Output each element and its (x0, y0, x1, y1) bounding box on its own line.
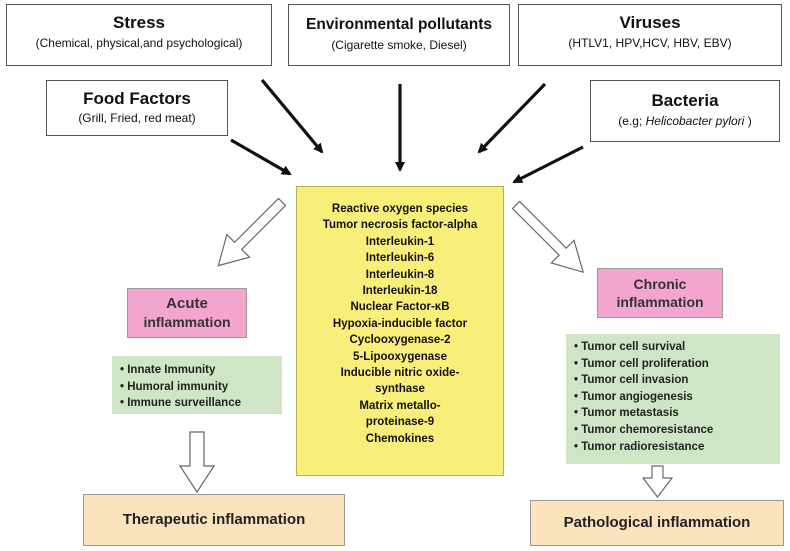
mediator-item: Cyclooxygenase-2 (349, 334, 451, 347)
pollutants-box: Environmental pollutants (Cigarette smok… (288, 4, 510, 66)
acute-effect-item: • Immune surveillance (120, 397, 241, 410)
bacteria-subtitle-species: Helicobacter pylori (645, 114, 745, 128)
mediator-item: Chemokines (365, 432, 435, 445)
mediator-item: Interleukin-18 (362, 285, 438, 298)
food-title: Food Factors (83, 89, 191, 108)
hollow-arrow-acute (217, 197, 287, 267)
chronic-inflammation-box: Chronic inflammation (597, 268, 723, 318)
mediator-item: Interleukin-8 (365, 268, 435, 281)
chronic-effect-item: • Tumor chemoresistance (574, 423, 714, 436)
hollow-arrow-pathological (641, 465, 674, 498)
pathological-label: Pathological inflammation (563, 514, 751, 531)
mediator-item: Interleukin-6 (365, 252, 435, 265)
mediator-item: Interleukin-1 (365, 235, 435, 248)
chronic-title-line2: inflammation (616, 294, 704, 310)
chronic-title-line1: Chronic (633, 276, 687, 292)
mediator-item: proteinase-9 (365, 416, 435, 429)
bacteria-box: Bacteria (e.g; Helicobacter pylori ) (590, 80, 780, 142)
acute-effect-item: • Humoral immunity (120, 380, 229, 393)
therapeutic-inflammation-box: Therapeutic inflammation (83, 494, 345, 546)
mediator-item: Tumor necrosis factor-alpha (322, 219, 478, 232)
chronic-effect-item: • Tumor metastasis (574, 407, 679, 420)
mediator-item: Nuclear Factor-κB (350, 301, 450, 314)
chronic-effect-item: • Tumor radioresistance (574, 440, 705, 453)
pollutants-title: Environmental pollutants (305, 16, 492, 33)
viruses-box: Viruses (HTLV1, HPV,HCV, HBV, EBV) (518, 4, 782, 66)
acute-title-line2: inflammation (143, 314, 231, 330)
mediator-item: synthase (375, 383, 425, 396)
chronic-effects-box: • Tumor cell survival • Tumor cell proli… (566, 334, 780, 464)
acute-effect-item: • Innate Immunity (120, 364, 216, 376)
stress-subtitle: (Chemical, physical,and psychological) (35, 36, 243, 50)
stress-title: Stress (113, 13, 165, 32)
acute-inflammation-box: Acute inflammation (127, 288, 247, 338)
arrow-food (230, 138, 292, 176)
bacteria-subtitle: (e.g; Helicobacter pylori ) (591, 114, 779, 129)
mediator-item: Inducible nitric oxide- (340, 367, 460, 380)
mediator-item: Reactive oxygen species (331, 203, 469, 215)
acute-title-line1: Acute (166, 295, 208, 312)
mediator-item: 5-Lipooxygenase (353, 350, 447, 363)
stress-box: Stress (Chemical, physical,and psycholog… (6, 4, 272, 66)
therapeutic-label: Therapeutic inflammation (122, 511, 306, 528)
pollutants-subtitle: (Cigarette smoke, Diesel) (331, 38, 467, 52)
arrow-viruses (477, 82, 547, 154)
bacteria-subtitle-suffix: ) (744, 114, 752, 128)
food-box: Food Factors (Grill, Fried, red meat) (46, 80, 228, 136)
bacteria-title: Bacteria (651, 91, 719, 110)
chronic-effect-item: • Tumor cell survival (574, 341, 686, 353)
chronic-effect-item: • Tumor cell proliferation (574, 357, 709, 370)
food-subtitle: (Grill, Fried, red meat) (78, 111, 196, 125)
hollow-arrow-therapeutic (178, 431, 216, 494)
hollow-arrow-chronic (511, 200, 585, 274)
chronic-effect-item: • Tumor cell invasion (574, 374, 689, 387)
viruses-title: Viruses (619, 13, 681, 32)
bacteria-subtitle-prefix: (e.g; (618, 114, 646, 128)
pathological-inflammation-box: Pathological inflammation (530, 500, 784, 546)
viruses-subtitle: (HTLV1, HPV,HCV, HBV, EBV) (568, 36, 732, 50)
mediator-item: Hypoxia-inducible factor (332, 317, 468, 330)
mediator-item: Matrix metallo- (359, 399, 441, 412)
arrow-bacteria (512, 145, 584, 184)
mediators-box: Reactive oxygen species Tumor necrosis f… (296, 186, 504, 476)
acute-effects-box: • Innate Immunity • Humoral immunity • I… (112, 356, 282, 414)
arrow-stress (260, 78, 324, 154)
chronic-effect-item: • Tumor angiogenesis (574, 390, 693, 403)
